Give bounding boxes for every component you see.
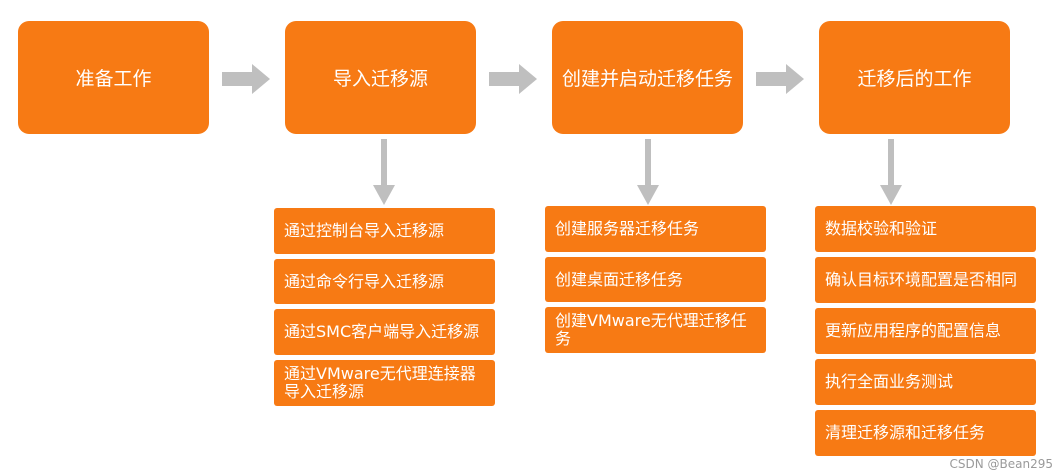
step-label: 确认目标环境配置是否相同: [825, 270, 1018, 289]
import-step-console: 通过控制台导入迁移源: [274, 208, 495, 254]
step-label: 通过命令行导入迁移源: [284, 271, 445, 291]
task-step-server: 创建服务器迁移任务: [545, 206, 766, 252]
stage-create-task: 创建并启动迁移任务: [552, 21, 743, 134]
stage-label: 导入迁移源: [332, 68, 428, 90]
down-arrow-icon: [373, 139, 395, 205]
stage-label: 创建并启动迁移任务: [561, 68, 733, 90]
right-arrow-icon: [489, 64, 537, 94]
right-arrow-icon: [222, 64, 270, 94]
step-label: 清理迁移源和迁移任务: [825, 423, 986, 442]
stage-label: 准备工作: [75, 68, 152, 90]
step-label: 更新应用程序的配置信息: [825, 321, 1002, 340]
step-label: 数据校验和验证: [825, 219, 938, 238]
import-step-vmware-connector: 通过VMware无代理连接器导入迁移源: [274, 360, 495, 406]
stage-import-source: 导入迁移源: [285, 21, 476, 134]
task-step-vmware-agentless: 创建VMware无代理迁移任务: [545, 307, 766, 353]
right-arrow-icon: [756, 64, 804, 94]
stage-prepare: 准备工作: [18, 21, 209, 134]
post-step-update-config: 更新应用程序的配置信息: [815, 308, 1036, 354]
post-step-config-check: 确认目标环境配置是否相同: [815, 257, 1036, 303]
step-label: 创建服务器迁移任务: [555, 219, 700, 238]
stage-label: 迁移后的工作: [857, 68, 972, 90]
step-label: 执行全面业务测试: [825, 372, 954, 391]
import-step-cli: 通过命令行导入迁移源: [274, 259, 495, 304]
down-arrow-icon: [637, 139, 659, 205]
post-step-data-verify: 数据校验和验证: [815, 206, 1036, 252]
import-step-smc-client: 通过SMC客户端导入迁移源: [274, 309, 495, 355]
post-step-cleanup: 清理迁移源和迁移任务: [815, 410, 1036, 456]
step-label: 创建VMware无代理迁移任务: [555, 311, 747, 348]
step-label: 通过SMC客户端导入迁移源: [284, 322, 480, 341]
step-label: 通过控制台导入迁移源: [284, 221, 445, 240]
step-label: 通过VMware无代理连接器导入迁移源: [284, 364, 476, 401]
step-label: 创建桌面迁移任务: [555, 269, 684, 289]
down-arrow-icon: [880, 139, 902, 205]
stage-post-migration: 迁移后的工作: [819, 21, 1010, 134]
post-step-business-test: 执行全面业务测试: [815, 359, 1036, 405]
task-step-desktop: 创建桌面迁移任务: [545, 257, 766, 302]
watermark: CSDN @Bean295: [949, 457, 1053, 471]
